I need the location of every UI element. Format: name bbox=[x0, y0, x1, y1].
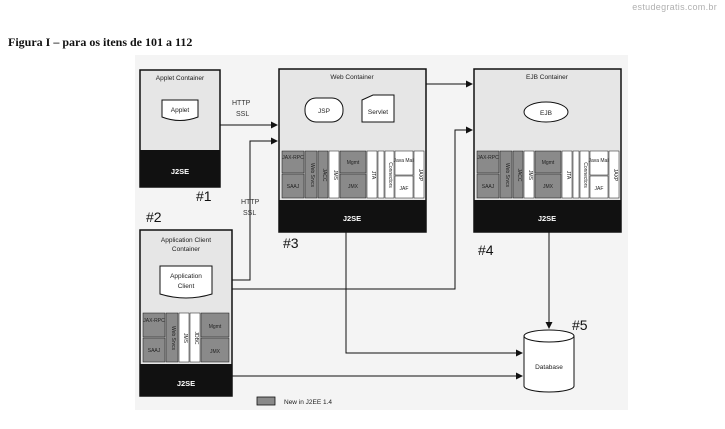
ejb-api-jacc: JACC bbox=[516, 168, 522, 181]
label-number-4: #4 bbox=[478, 242, 494, 258]
web-api-jaxrpc: JAX-RPC bbox=[282, 155, 304, 161]
ejb-api-saaj: SAAJ bbox=[482, 184, 495, 190]
ejb-api-javamail: Java Mail bbox=[588, 158, 609, 164]
client-api-jdbc: JDBC bbox=[193, 331, 199, 344]
legend-swatch bbox=[256, 396, 276, 406]
client-api-mgmt: Mgmt bbox=[209, 324, 222, 330]
protocol-client-ssl: SSL bbox=[243, 210, 256, 217]
app-client-component-line2: Client bbox=[178, 283, 195, 290]
web-api-connectors: Connectors bbox=[387, 162, 393, 188]
ejb-api-jaf: JAF bbox=[595, 186, 604, 192]
web-api-jmx: JMX bbox=[348, 184, 359, 190]
ejb-api-jta: JTA bbox=[565, 171, 571, 180]
client-api-webservices: Web Srvcs bbox=[170, 326, 176, 351]
ejb-api-jaxp: JAXP bbox=[612, 169, 618, 182]
servlet-component: Servlet bbox=[368, 109, 388, 116]
arrow-web-to-database bbox=[345, 232, 523, 357]
label-number-1: #1 bbox=[196, 188, 212, 204]
web-container-title: Web Container bbox=[330, 74, 374, 81]
legend-label: New in J2EE 1.4 bbox=[284, 399, 332, 406]
application-client-container: Application Client Container Application… bbox=[139, 229, 233, 397]
label-number-2: #2 bbox=[146, 209, 162, 225]
ejb-api-mgmt: Mgmt bbox=[542, 160, 555, 166]
jsp-component: JSP bbox=[318, 108, 330, 115]
figure-caption: Figura I – para os itens de 101 a 112 bbox=[8, 35, 193, 49]
protocol-applet-http: HTTP bbox=[232, 100, 251, 107]
arrow-client-to-web bbox=[232, 137, 278, 281]
applet-container: Applet Container Applet J2SE bbox=[139, 69, 221, 188]
app-client-title-line1: Application Client bbox=[161, 237, 211, 244]
legend: New in J2EE 1.4 bbox=[256, 396, 332, 406]
web-api-jacc: JACC bbox=[321, 168, 327, 181]
web-container: Web Container JSP Servlet JAX-RPC SAAJ W… bbox=[278, 68, 427, 233]
client-api-jaxrpc: JAX-RPC bbox=[143, 318, 165, 324]
applet-j2se-base: J2SE bbox=[171, 167, 189, 176]
web-api-webservices: Web Srvcs bbox=[309, 163, 315, 188]
web-api-jms: JMS bbox=[332, 170, 338, 181]
ejb-component: EJB bbox=[540, 110, 552, 117]
web-api-jaxp: JAXP bbox=[417, 169, 423, 182]
arrow-client-to-ejb bbox=[232, 126, 473, 290]
client-j2se-base: J2SE bbox=[177, 379, 195, 388]
app-client-component-line1: Application bbox=[170, 273, 202, 280]
client-api-jmx: JMX bbox=[210, 349, 221, 355]
applet-component: Applet bbox=[171, 107, 190, 114]
ejb-api-jmx: JMX bbox=[543, 184, 554, 190]
label-number-5: #5 bbox=[572, 317, 588, 333]
protocol-applet-ssl: SSL bbox=[236, 111, 249, 118]
web-api-saaj: SAAJ bbox=[287, 184, 300, 190]
web-api-jaf: JAF bbox=[400, 186, 409, 192]
ejb-api-connectors: Connectors bbox=[582, 162, 588, 188]
database-label: Database bbox=[535, 364, 563, 371]
client-api-jms: JMS bbox=[182, 333, 188, 344]
database-cylinder: Database bbox=[523, 329, 575, 393]
label-number-3: #3 bbox=[283, 235, 299, 251]
watermark: estudegratis.com.br bbox=[632, 2, 717, 12]
ejb-api-jaxrpc: JAX-RPC bbox=[477, 155, 499, 161]
web-api-jta: JTA bbox=[370, 171, 376, 180]
protocol-client-http: HTTP bbox=[241, 199, 260, 206]
app-client-title-line2: Container bbox=[172, 246, 201, 253]
web-api-mgmt: Mgmt bbox=[347, 160, 360, 166]
client-api-saaj: SAAJ bbox=[148, 348, 161, 354]
ejb-container-title: EJB Container bbox=[526, 74, 569, 81]
ejb-j2se-base: J2SE bbox=[538, 214, 556, 223]
web-j2se-base: J2SE bbox=[343, 214, 361, 223]
ejb-api-jms: JMS bbox=[527, 170, 533, 181]
applet-container-title: Applet Container bbox=[156, 75, 205, 82]
ejb-container: EJB Container EJB JAX-RPC SAAJ Web Srvcs… bbox=[473, 68, 622, 233]
web-api-javamail: Java Mail bbox=[393, 158, 414, 164]
ejb-api-webservices: Web Srvcs bbox=[504, 163, 510, 188]
